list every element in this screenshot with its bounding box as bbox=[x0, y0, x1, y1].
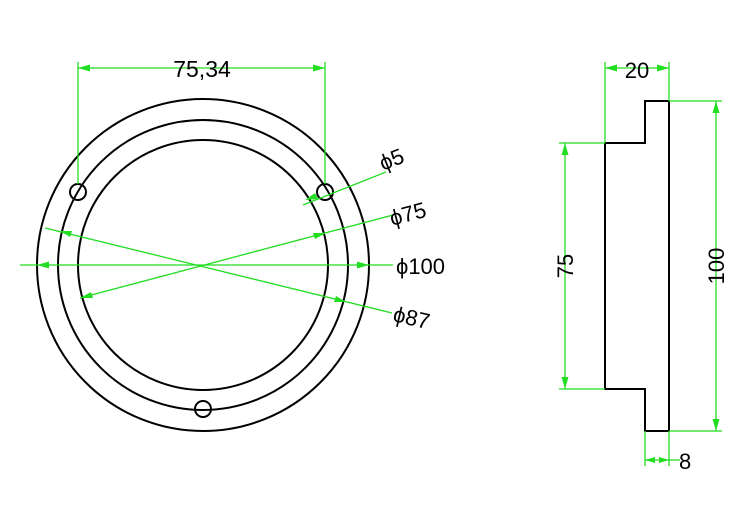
dim-inner-diameter-label: ϕ75 bbox=[387, 197, 429, 231]
dim-flange-thickness-label: 8 bbox=[679, 449, 691, 474]
dim-outer-height-label: 100 bbox=[704, 248, 729, 285]
dimension-outer-height: 100 bbox=[669, 100, 729, 432]
dimension-outer-diameter: ϕ100 bbox=[20, 254, 445, 279]
front-view: 75,34 ϕ5 ϕ75 ϕ100 ϕ87 bbox=[20, 56, 445, 432]
dimension-inner-height: 75 bbox=[553, 142, 605, 390]
dim-total-thickness-label: 20 bbox=[625, 58, 649, 83]
dim-inner-height-label: 75 bbox=[553, 254, 578, 278]
dimension-inner-diameter: ϕ75 bbox=[79, 197, 429, 299]
bolt-hole-bottom bbox=[194, 400, 212, 418]
dimension-flange-thickness: 8 bbox=[644, 431, 691, 474]
dimension-bolt-circle: ϕ87 bbox=[44, 227, 432, 335]
dimension-hole-spacing: 75,34 bbox=[77, 56, 326, 184]
side-profile bbox=[604, 100, 670, 432]
dimension-total-thickness: 20 bbox=[604, 58, 670, 143]
dim-outer-diameter-label: ϕ100 bbox=[396, 254, 445, 279]
dim-bolt-circle-label: ϕ87 bbox=[391, 302, 432, 335]
dim-hole-diameter-label: ϕ5 bbox=[376, 143, 408, 175]
side-view: 20 75 100 8 bbox=[553, 58, 729, 474]
dim-hole-spacing-label: 75,34 bbox=[173, 56, 231, 82]
